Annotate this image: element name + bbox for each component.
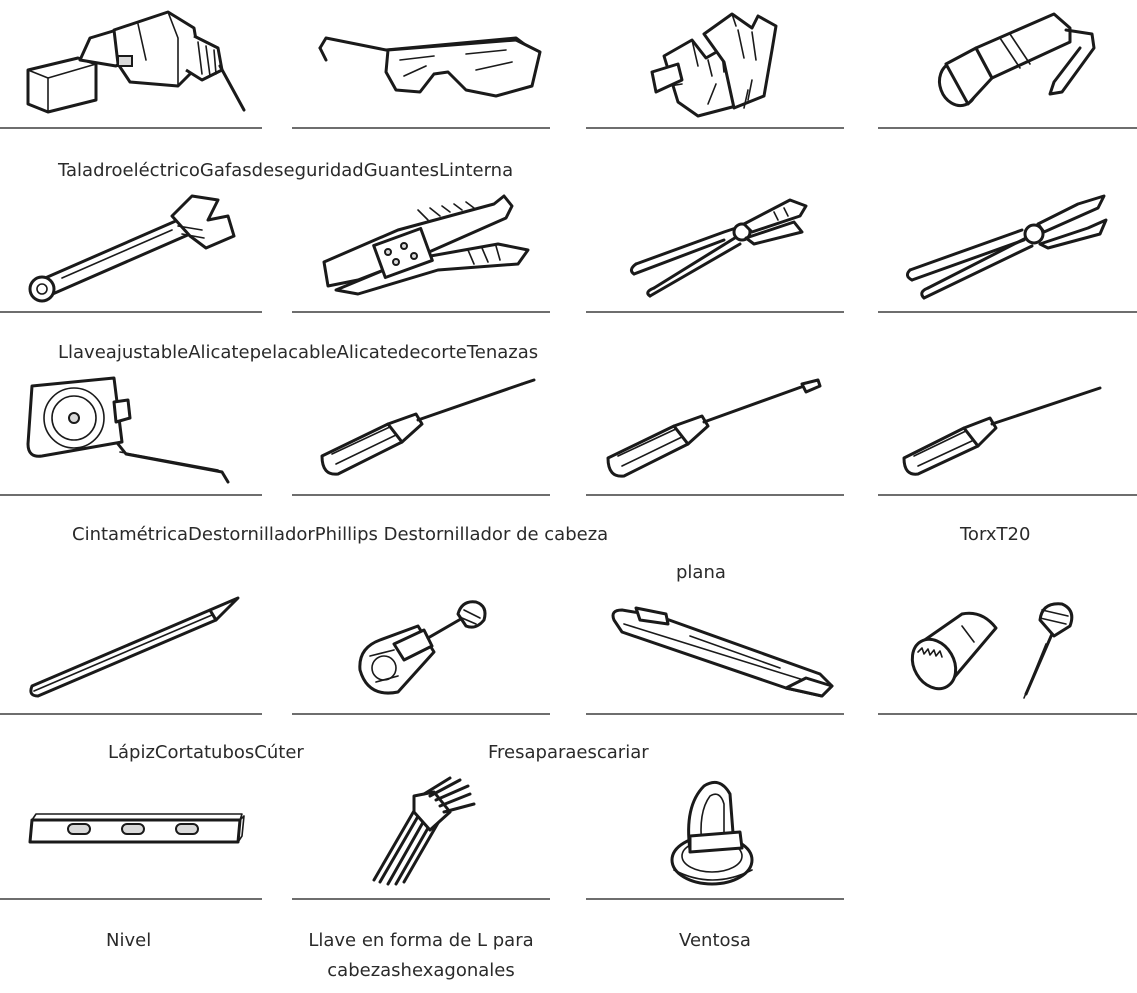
suction-cup-icon <box>660 776 770 891</box>
divider <box>586 494 844 496</box>
row3-labels: CintamétricaDestornilladorPhillips Desto… <box>72 524 609 545</box>
row1-labels: TaladroeléctricoGafasdeseguridadGuantesL… <box>58 160 514 181</box>
adjustable-wrench-icon <box>22 190 242 305</box>
pipe-cutter-icon <box>354 596 494 706</box>
flashlight-icon <box>930 8 1110 113</box>
divider <box>878 311 1137 313</box>
divider <box>0 898 262 900</box>
gloves-icon <box>648 10 788 120</box>
row3-label-plana: plana <box>676 562 726 583</box>
hole-saw-icon <box>906 594 1106 704</box>
tape-measure-icon <box>18 372 238 487</box>
row5-label-nivel: Nivel <box>106 930 152 951</box>
wire-stripper-icon <box>318 190 538 300</box>
flat-screwdriver-icon <box>604 378 824 478</box>
divider <box>292 311 550 313</box>
torx-screwdriver-icon <box>900 382 1110 477</box>
pincers-icon <box>902 190 1112 300</box>
divider <box>0 713 262 715</box>
level-icon <box>26 808 246 858</box>
utility-knife-icon <box>610 598 840 703</box>
divider <box>586 127 844 129</box>
cutting-pliers-icon <box>624 192 814 302</box>
row4-label-fresa: Fresaparaescariar <box>488 742 649 763</box>
divider <box>586 898 844 900</box>
electric-drill-icon <box>18 8 248 118</box>
phillips-screwdriver-icon <box>318 378 538 478</box>
divider <box>292 127 550 129</box>
safety-glasses-icon <box>316 20 546 105</box>
row5-label-hex-key-line1: Llave en forma de L para <box>308 930 534 951</box>
divider <box>0 127 262 129</box>
divider <box>292 898 550 900</box>
hex-key-set-icon <box>370 776 480 891</box>
row3-label-torx: TorxT20 <box>960 524 1031 545</box>
pencil-icon <box>26 596 246 701</box>
divider <box>292 494 550 496</box>
divider <box>878 713 1137 715</box>
row5-label-ventosa: Ventosa <box>679 930 751 951</box>
row4-labels: LápizCortatubosCúter <box>108 742 304 763</box>
divider <box>0 311 262 313</box>
divider <box>0 494 262 496</box>
divider <box>878 494 1137 496</box>
divider <box>292 713 550 715</box>
divider <box>586 713 844 715</box>
divider <box>586 311 844 313</box>
row2-labels: LlaveajustableAlicatepelacableAlicatedec… <box>58 342 539 363</box>
divider <box>878 127 1137 129</box>
row5-label-hex-key-line2: cabezashexagonales <box>327 960 515 981</box>
